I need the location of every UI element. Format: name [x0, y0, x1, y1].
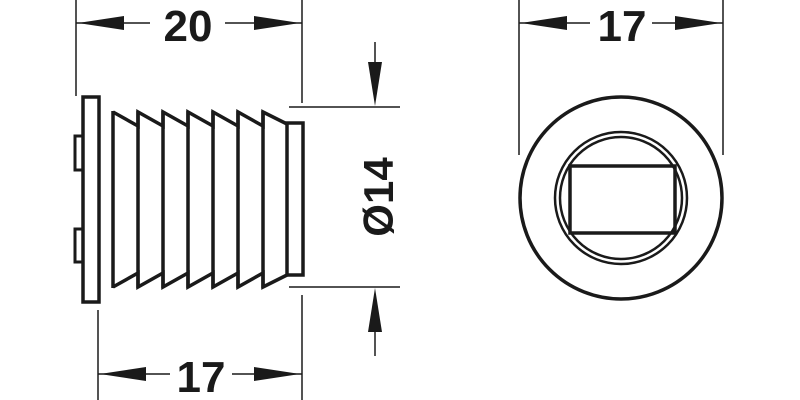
flange-tab-top — [73, 134, 83, 172]
dimension-line-20 — [76, 16, 302, 30]
dimension-label-outer-diameter: 17 — [598, 2, 647, 51]
flange — [81, 95, 101, 304]
end-cap — [285, 121, 305, 277]
inner-ring-inner — [558, 135, 684, 261]
ribbed-body — [111, 109, 288, 290]
outer-flange-circle — [518, 95, 724, 301]
square-socket — [568, 164, 677, 235]
side-view: 20 — [73, 0, 402, 400]
inner-ring-outer — [553, 130, 689, 266]
dimension-label-overall-length: 20 — [164, 2, 213, 51]
dimension-line-17-side — [98, 367, 302, 381]
dimension-arrows-diameter — [368, 42, 382, 356]
dimension-label-diameter: Ø14 — [355, 157, 402, 237]
dimension-label-body-length: 17 — [177, 353, 226, 400]
front-view: 17 — [518, 0, 724, 301]
flange-tab-bottom — [73, 227, 83, 264]
dimension-line-17-front — [519, 16, 723, 30]
